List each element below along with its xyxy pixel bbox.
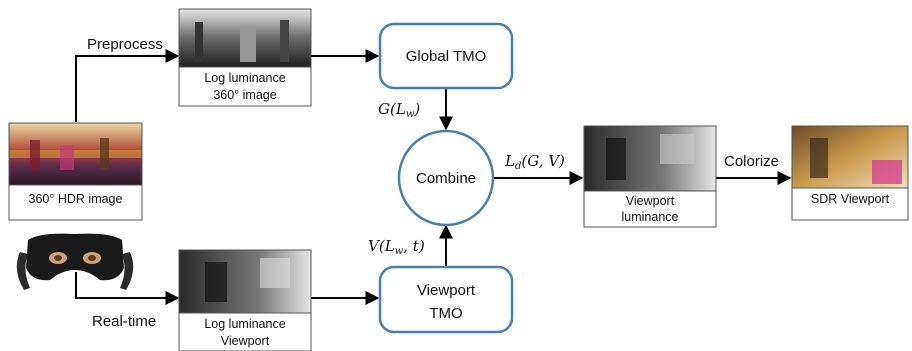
global-tmo-node: Global TMO (378, 22, 514, 90)
hdr-image-node: 360° HDR image (8, 122, 143, 221)
hdr-image-caption: 360° HDR image (29, 192, 123, 206)
log-luminance-viewport-caption-2: Viewport (221, 334, 270, 348)
realtime-arrow (75, 272, 180, 305)
viewport-tmo-label-1: Viewport (417, 282, 476, 299)
preprocess-label: Preprocess (87, 36, 163, 53)
log-luminance-360-caption-2: 360° image (213, 88, 276, 102)
viewport-luminance-thumbnail (584, 126, 716, 191)
sdr-viewport-node: SDR Viewport (791, 125, 909, 221)
log-luminance-360-node: Log luminance 360° image (178, 8, 312, 107)
viewport-luminance-caption-1: Viewport (626, 194, 675, 208)
log-luminance-viewport-node: Log luminance Viewport (178, 249, 312, 351)
combine-label: Combine (416, 170, 476, 187)
viewport-tmo-label-2: TMO (429, 305, 462, 322)
sdr-viewport-caption: SDR Viewport (811, 192, 890, 206)
vr-headset-icon (16, 233, 134, 290)
log-luminance-viewport-caption-1: Log luminance (204, 317, 285, 331)
viewport-tmo-node: Viewport TMO (378, 265, 514, 334)
connectors (75, 49, 792, 305)
viewport-luminance-caption-2: luminance (622, 210, 679, 224)
preprocess-arrow (75, 49, 180, 122)
log-luminance-360-caption-1: Log luminance (204, 71, 285, 85)
viewport-output-formula: V(Lw, t) (368, 237, 425, 257)
global-tmo-label: Global TMO (406, 48, 487, 65)
colorize-label: Colorize (724, 153, 779, 170)
global-output-formula: G(Lw) (378, 100, 420, 120)
realtime-label: Real-time (92, 313, 156, 330)
combine-node: Combine (397, 129, 495, 227)
combine-output-formula: Ld(G, V) (504, 152, 565, 172)
log-luminance-viewport-thumbnail (179, 250, 311, 313)
viewport-luminance-node: Viewport luminance (583, 125, 717, 228)
